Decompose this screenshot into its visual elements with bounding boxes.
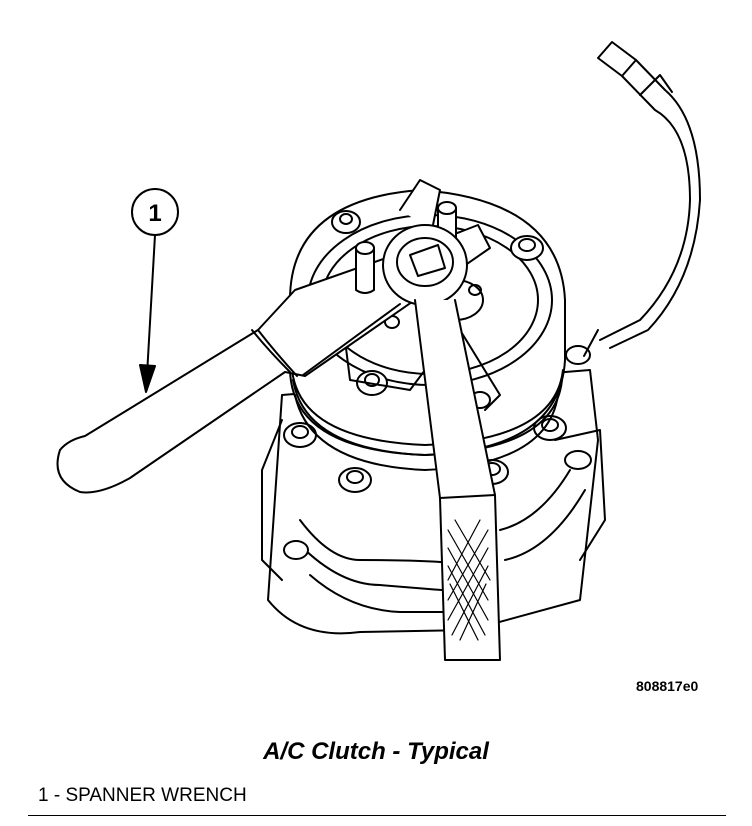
callout-number-1: 1 xyxy=(148,200,161,227)
legend-item: 1 - SPANNER WRENCH xyxy=(38,785,247,806)
figure-code: 808817e0 xyxy=(636,678,699,694)
divider xyxy=(28,815,726,816)
figure-caption: A/C Clutch - Typical xyxy=(263,738,489,765)
clutch-connector-wire xyxy=(583,41,701,357)
socket-wrench xyxy=(382,224,501,661)
ac-clutch-illustration: 1 xyxy=(56,41,701,661)
callout-1 xyxy=(131,188,179,393)
